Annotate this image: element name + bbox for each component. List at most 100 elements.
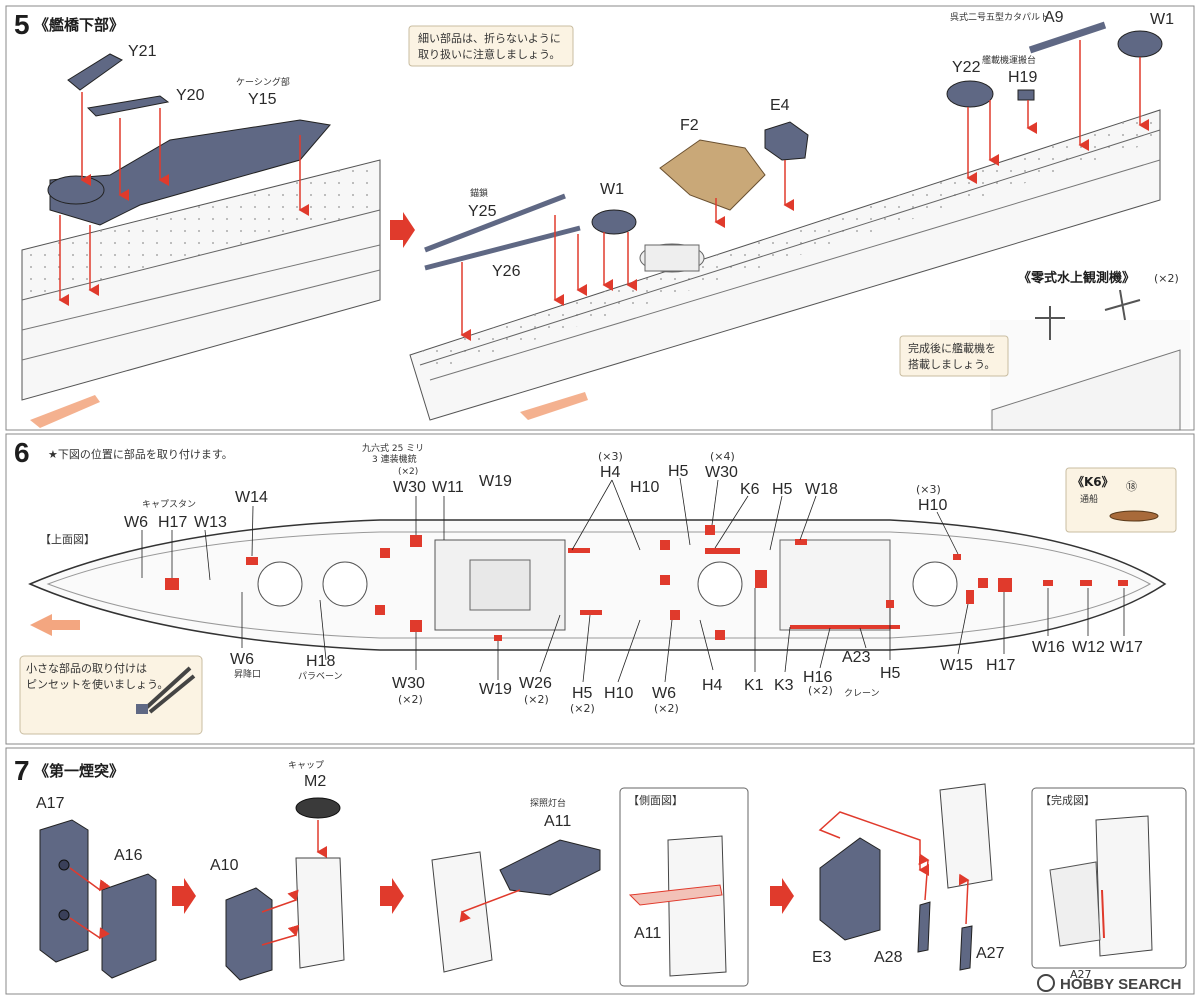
- caption-y25: 錨鎖: [470, 187, 488, 199]
- label-h16-qty: (×2): [808, 684, 833, 697]
- label-h5-bottom-qty: (×2): [570, 702, 595, 715]
- caption-paravane: パラベーン: [298, 671, 343, 682]
- part-f2: [659, 139, 766, 211]
- label-y25: Y25: [468, 203, 497, 220]
- step6-number: 6: [14, 437, 30, 468]
- label-w19-top: W19: [479, 473, 512, 490]
- step5-note-line2: 取り扱いに注意しましょう。: [418, 47, 560, 61]
- part-a16: [101, 873, 157, 979]
- part-e4: [764, 121, 809, 161]
- step7-arrow-2: [380, 878, 404, 914]
- tweezer-part-icon: [136, 704, 148, 714]
- watermark-text: HOBBY SEARCH: [1060, 976, 1181, 993]
- side-view-title: 【側面図】: [628, 794, 683, 807]
- label-y20: Y20: [176, 87, 205, 104]
- label-h4-bottom: H4: [702, 677, 723, 694]
- step5-title: 《艦橋下部》: [34, 16, 124, 34]
- part-a28: [917, 901, 931, 953]
- aircraft-title: 《零式水上観測機》: [1018, 270, 1135, 286]
- label-h5-top2: H5: [772, 481, 793, 498]
- step7-title: 《第一煙突》: [34, 762, 124, 780]
- caption-a9: 呉式二号五型カタパルト: [950, 11, 1049, 23]
- label-h4-qty: (×3): [598, 450, 623, 463]
- part-a11: [499, 839, 601, 896]
- part-y22: [946, 80, 994, 108]
- caption-aa-gun-3: (×2): [398, 467, 418, 477]
- k6-box-caption: 通船: [1080, 493, 1098, 505]
- label-w14: W14: [235, 489, 268, 506]
- step6-title: ★下図の位置に部品を取り付けます。: [48, 447, 233, 461]
- tweezer-note-line2: ピンセットを使いましょう。: [26, 678, 168, 691]
- part-a10: [225, 887, 273, 981]
- label-w1b: W1: [1150, 11, 1174, 28]
- step6-top-view-hull: [28, 519, 1167, 651]
- label-h5-bottom2: H5: [880, 665, 901, 682]
- part-a27: [959, 925, 973, 971]
- step6-direction-arrow: [30, 614, 80, 636]
- label-w6-bottom: W6: [230, 651, 254, 668]
- label-w17: W17: [1110, 639, 1143, 656]
- label-w13: W13: [194, 514, 227, 531]
- label-h10-qty: (×3): [916, 483, 941, 496]
- part-e3: [819, 837, 881, 941]
- complete-view-platform: [1049, 861, 1101, 947]
- aircraft-note-line2: 搭載しましょう。: [908, 358, 995, 371]
- step5-left-arrows: [58, 92, 309, 306]
- caption-aa-gun-2: 3 連装機銃: [372, 453, 417, 465]
- aircraft-note-box: [899, 335, 1009, 377]
- watermark-logo-icon: [1037, 974, 1055, 992]
- step7-arrow-1: [172, 878, 196, 914]
- part-w1a: [591, 209, 637, 235]
- part-y25: [424, 193, 566, 253]
- step5-note-line1: 細い部品は、折らないように: [418, 31, 561, 45]
- aircraft-note-line1: 完成後に艦載機を: [908, 341, 996, 355]
- label-a27: A27: [976, 945, 1005, 962]
- part-h19: [1017, 89, 1035, 101]
- label-w6-bottom2: W6: [652, 685, 676, 702]
- label-h10-top: H10: [630, 479, 659, 496]
- part-a9: [1028, 21, 1107, 54]
- side-view-label-a11: A11: [634, 925, 661, 942]
- label-k3: K3: [774, 677, 794, 694]
- label-e3: E3: [812, 949, 832, 966]
- caption-h19: 艦載機運搬台: [982, 54, 1036, 66]
- step7-a10-arrows: [261, 820, 327, 946]
- part-w1b: [1117, 30, 1163, 58]
- caption-capstan: キャプスタン: [142, 499, 196, 510]
- k6-boat-shape: [1109, 510, 1159, 522]
- label-w12: W12: [1072, 639, 1105, 656]
- complete-view-title: 【完成図】: [1040, 793, 1095, 807]
- k6-box-num: ⑱: [1126, 480, 1137, 493]
- label-y15: Y15: [248, 91, 277, 108]
- step7-e3-arrows: [818, 811, 970, 925]
- label-w6-bottom2-qty: (×2): [654, 702, 679, 715]
- step5-left-direction-arrow: [30, 395, 100, 428]
- label-h10-right: H10: [918, 497, 947, 514]
- label-e4: E4: [770, 97, 790, 114]
- label-h5-top: H5: [668, 463, 689, 480]
- label-k1: K1: [744, 677, 764, 694]
- side-view-a11: [628, 884, 723, 906]
- k6-box-title: 《K6》: [1072, 474, 1114, 489]
- label-a9: A9: [1044, 9, 1064, 26]
- label-a11: A11: [544, 813, 571, 830]
- label-w19-bottom: W19: [479, 681, 512, 698]
- complete-view-label-a27: A27: [1070, 968, 1092, 981]
- label-w26-qty: (×2): [524, 693, 549, 706]
- step6-frame: [5, 433, 1195, 745]
- label-h16: H16: [803, 669, 832, 686]
- label-h17-top: H17: [158, 514, 187, 531]
- label-a17: A17: [36, 795, 65, 812]
- step5-next-arrow: [390, 212, 415, 248]
- label-h17-bottom: H17: [986, 657, 1015, 674]
- label-w30-qty: (×4): [710, 450, 735, 463]
- top-view-label: 【上面図】: [40, 533, 95, 546]
- step5-number: 5: [14, 9, 30, 40]
- label-f2: F2: [680, 117, 699, 134]
- part-y15-turret-base: [47, 175, 105, 205]
- step7-frame: [5, 747, 1195, 995]
- label-y26: Y26: [492, 263, 521, 280]
- aircraft-qty: (×2): [1154, 272, 1179, 285]
- step7-a16-arrows: [69, 867, 111, 940]
